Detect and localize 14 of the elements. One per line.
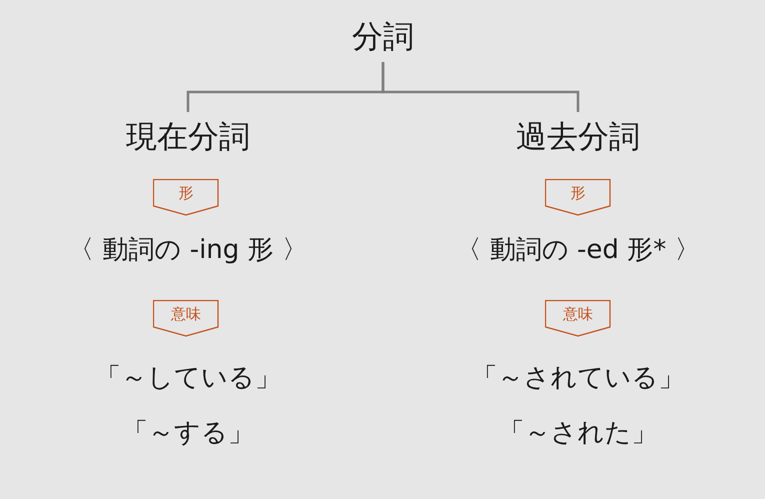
heading-text: 過去分詞: [516, 118, 640, 157]
heading-text: 現在分詞: [126, 118, 250, 157]
meaning-text: 「～する」: [122, 417, 254, 450]
form-text: 〈 動詞の -ed 形* 〉: [456, 234, 700, 267]
badge-label: 意味: [171, 305, 201, 324]
meaning-text: 「～されている」: [472, 362, 684, 395]
badge-label: 形: [570, 184, 586, 203]
heading-text: 分詞: [352, 18, 414, 57]
meaning-text: 「～している」: [95, 362, 281, 395]
badge-label: 形: [178, 184, 194, 203]
badge-label: 意味: [563, 305, 593, 324]
connector-line: [382, 62, 580, 112]
meaning-text: 「～された」: [498, 417, 658, 450]
form-text: 〈 動詞の -ing 形 〉: [68, 234, 308, 267]
